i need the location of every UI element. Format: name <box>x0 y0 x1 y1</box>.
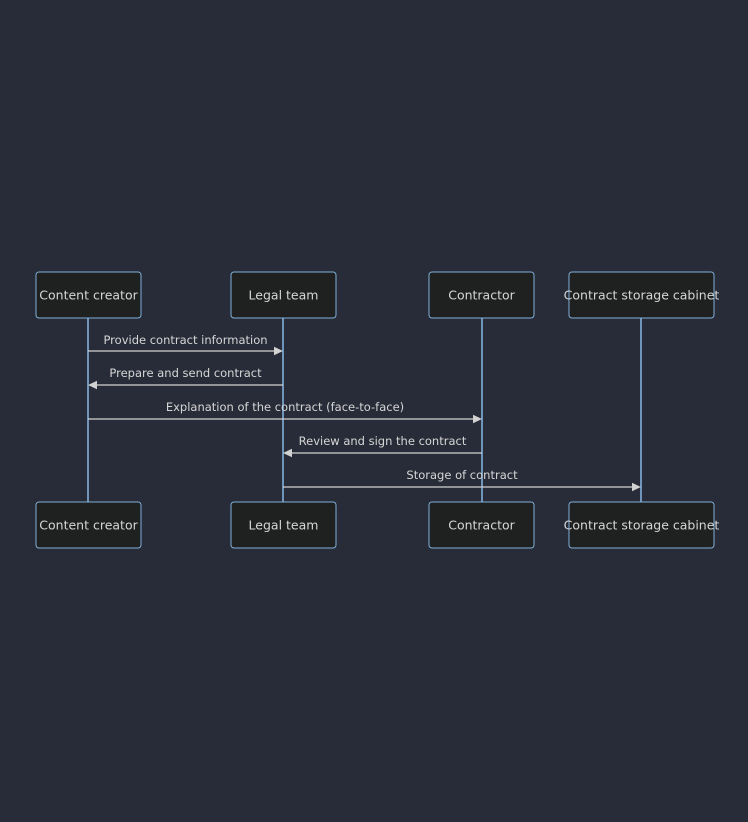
actor-contractor-top[interactable]: Contractor <box>428 271 535 319</box>
message-label-msg-explanation-of-the-contract: Explanation of the contract (face-to-fac… <box>166 400 404 414</box>
actors-top-layer: Content creator Legal team Contractor Contr… <box>35 271 720 319</box>
actor-label-contract-storage-cabinet: Contract storage cabinet <box>564 518 720 533</box>
actor-box-legal-team[interactable] <box>230 271 337 319</box>
actor-label-content-creator: Content creator <box>39 518 138 533</box>
message-msg-storage-of-contract: Storage of contract <box>283 468 641 492</box>
actor-contractor-bottom[interactable]: Contractor <box>428 501 535 549</box>
message-arrowhead-msg-storage-of-contract <box>632 482 641 492</box>
actor-box-contract-storage-cabinet[interactable] <box>568 271 715 319</box>
message-label-msg-prepare-and-send-contract: Prepare and send contract <box>109 366 262 380</box>
message-msg-explanation-of-the-contract: Explanation of the contract (face-to-fac… <box>88 400 482 424</box>
message-arrowhead-msg-prepare-and-send-contract <box>88 380 97 390</box>
actor-box-content-creator[interactable] <box>35 501 142 549</box>
actor-label-contract-storage-cabinet: Contract storage cabinet <box>564 288 720 303</box>
actors-bottom-layer: Content creator Legal team Contractor Contr… <box>35 501 720 549</box>
actor-box-contract-storage-cabinet[interactable] <box>568 501 715 549</box>
actor-content-creator-top[interactable]: Content creator <box>35 271 142 319</box>
message-arrowhead-msg-provide-contract-information <box>274 346 283 356</box>
message-msg-provide-contract-information: Provide contract information <box>88 333 283 356</box>
message-label-msg-review-and-sign-the-contract: Review and sign the contract <box>299 434 467 448</box>
message-msg-prepare-and-send-contract: Prepare and send contract <box>88 366 283 390</box>
actor-content-creator-bottom[interactable]: Content creator <box>35 501 142 549</box>
actor-box-legal-team[interactable] <box>230 501 337 549</box>
actor-legal-team-bottom[interactable]: Legal team <box>230 501 337 549</box>
actor-contract-storage-cabinet-top[interactable]: Contract storage cabinet <box>564 271 720 319</box>
actor-label-legal-team: Legal team <box>249 518 319 533</box>
actor-legal-team-top[interactable]: Legal team <box>230 271 337 319</box>
actor-label-content-creator: Content creator <box>39 288 138 303</box>
actor-contract-storage-cabinet-bottom[interactable]: Contract storage cabinet <box>564 501 720 549</box>
message-arrowhead-msg-explanation-of-the-contract <box>473 414 482 424</box>
message-arrowhead-msg-review-and-sign-the-contract <box>283 448 292 458</box>
actor-box-content-creator[interactable] <box>35 271 142 319</box>
actor-label-contractor: Contractor <box>448 518 515 533</box>
lifelines-layer <box>87 318 642 502</box>
actor-box-contractor[interactable] <box>428 501 535 549</box>
message-msg-review-and-sign-the-contract: Review and sign the contract <box>283 434 482 458</box>
message-label-msg-storage-of-contract: Storage of contract <box>406 468 518 482</box>
actor-label-legal-team: Legal team <box>249 288 319 303</box>
message-label-msg-provide-contract-information: Provide contract information <box>103 333 267 347</box>
actor-box-contractor[interactable] <box>428 271 535 319</box>
actor-label-contractor: Contractor <box>448 288 515 303</box>
